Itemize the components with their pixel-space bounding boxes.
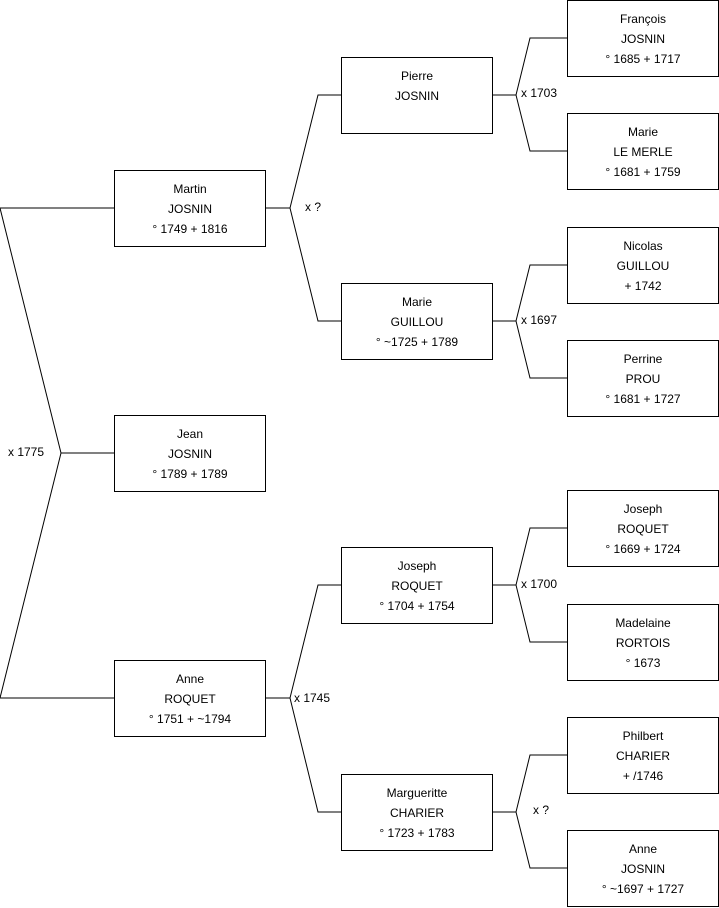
- person-box-marie-le-merle: Marie LE MERLE ° 1681 + 1759: [567, 113, 719, 190]
- person-box-anne-josnin: Anne JOSNIN ° ~1697 + 1727: [567, 830, 719, 907]
- marriage-label-pierre-parents: x 1703: [521, 86, 558, 100]
- marriage-label-marie-guillou-parents: x 1697: [521, 313, 558, 327]
- last-name: LE MERLE: [613, 145, 673, 159]
- first-name: Margueritte: [386, 786, 448, 800]
- first-name: Marie: [627, 125, 658, 139]
- life-dates: ° ~1725 + 1789: [375, 335, 459, 349]
- person-box-joseph-roquet-senior: Joseph ROQUET ° 1669 + 1724: [567, 490, 719, 567]
- marriage-label-anne-parents: x 1745: [294, 691, 331, 705]
- last-name: ROQUET: [617, 522, 669, 536]
- last-name: JOSNIN: [620, 32, 665, 46]
- first-name: Pierre: [400, 69, 433, 83]
- first-name: François: [619, 12, 666, 26]
- marriage-label-margueritte-parents: x ?: [533, 803, 550, 817]
- first-name: Joseph: [397, 559, 437, 573]
- life-dates: ° 1669 + 1724: [605, 542, 681, 556]
- life-dates: ° 1751 + ~1794: [148, 712, 232, 726]
- last-name: GUILLOU: [390, 315, 444, 329]
- life-dates: ° 1704 + 1754: [379, 599, 455, 613]
- life-dates: ° 1685 + 1717: [605, 52, 681, 66]
- life-dates: + /1746: [622, 769, 664, 783]
- person-box-joseph-roquet: Joseph ROQUET ° 1704 + 1754: [341, 547, 493, 624]
- last-name: GUILLOU: [616, 259, 670, 273]
- life-dates: ° 1789 + 1789: [152, 467, 228, 481]
- first-name: Marie: [401, 295, 432, 309]
- first-name: Nicolas: [623, 239, 663, 253]
- person-box-philbert-charier: Philbert CHARIER + /1746: [567, 717, 719, 794]
- last-name: RORTOIS: [615, 636, 671, 650]
- life-dates: ° 1673: [625, 656, 661, 670]
- life-dates: + 1742: [624, 279, 662, 293]
- first-name: Philbert: [622, 729, 664, 743]
- last-name: CHARIER: [389, 806, 444, 820]
- last-name: JOSNIN: [394, 89, 439, 103]
- connector-pierre-parents: [515, 37, 568, 152]
- life-dates: ° 1749 + 1816: [152, 222, 228, 236]
- person-box-marie-guillou: Marie GUILLOU ° ~1725 + 1789: [341, 283, 493, 360]
- connector-anne-parents: [289, 584, 341, 813]
- first-name: Martin: [173, 182, 207, 196]
- person-box-francois-josnin: François JOSNIN ° 1685 + 1717: [567, 0, 719, 77]
- first-name: Perrine: [623, 352, 663, 366]
- marriage-label-martin-parents: x ?: [305, 200, 322, 214]
- connector-martin-parents: [289, 94, 341, 322]
- first-name: Anne: [175, 672, 205, 686]
- first-name: Joseph: [623, 502, 663, 516]
- first-name: Jean: [176, 427, 204, 441]
- last-name: CHARIER: [615, 749, 670, 763]
- person-box-perrine-prou: Perrine PROU ° 1681 + 1727: [567, 340, 719, 417]
- person-box-anne-roquet: Anne ROQUET ° 1751 + ~1794: [114, 660, 266, 737]
- last-name: ROQUET: [164, 692, 216, 706]
- last-name: PROU: [625, 372, 661, 386]
- person-box-margueritte-charier: Margueritte CHARIER ° 1723 + 1783: [341, 774, 493, 851]
- life-dates: ° 1723 + 1783: [379, 826, 455, 840]
- marriage-label-jean-parents: x 1775: [8, 445, 45, 459]
- person-box-martin: Martin JOSNIN ° 1749 + 1816: [114, 170, 266, 247]
- life-dates: ° 1681 + 1727: [605, 392, 681, 406]
- connector-marguerite-parents: [515, 754, 568, 869]
- last-name: ROQUET: [391, 579, 443, 593]
- last-name: JOSNIN: [620, 862, 665, 876]
- person-box-pierre: Pierre JOSNIN: [341, 57, 493, 134]
- person-box-nicolas-guillou: Nicolas GUILLOU + 1742: [567, 227, 719, 304]
- marriage-label-joseph-roquet-parents: x 1700: [521, 577, 558, 591]
- connector-marie-g-parents: [515, 264, 568, 379]
- last-name: JOSNIN: [167, 447, 212, 461]
- person-box-madelaine-rortois: Madelaine RORTOIS ° 1673: [567, 604, 719, 681]
- connector-joseph-r-parents: [515, 527, 568, 643]
- first-name: Anne: [628, 842, 658, 856]
- first-name: Madelaine: [615, 616, 671, 630]
- life-dates: ° 1681 + 1759: [605, 165, 681, 179]
- last-name: JOSNIN: [167, 202, 212, 216]
- person-box-jean: Jean JOSNIN ° 1789 + 1789: [114, 415, 266, 492]
- life-dates: ° ~1697 + 1727: [601, 882, 685, 896]
